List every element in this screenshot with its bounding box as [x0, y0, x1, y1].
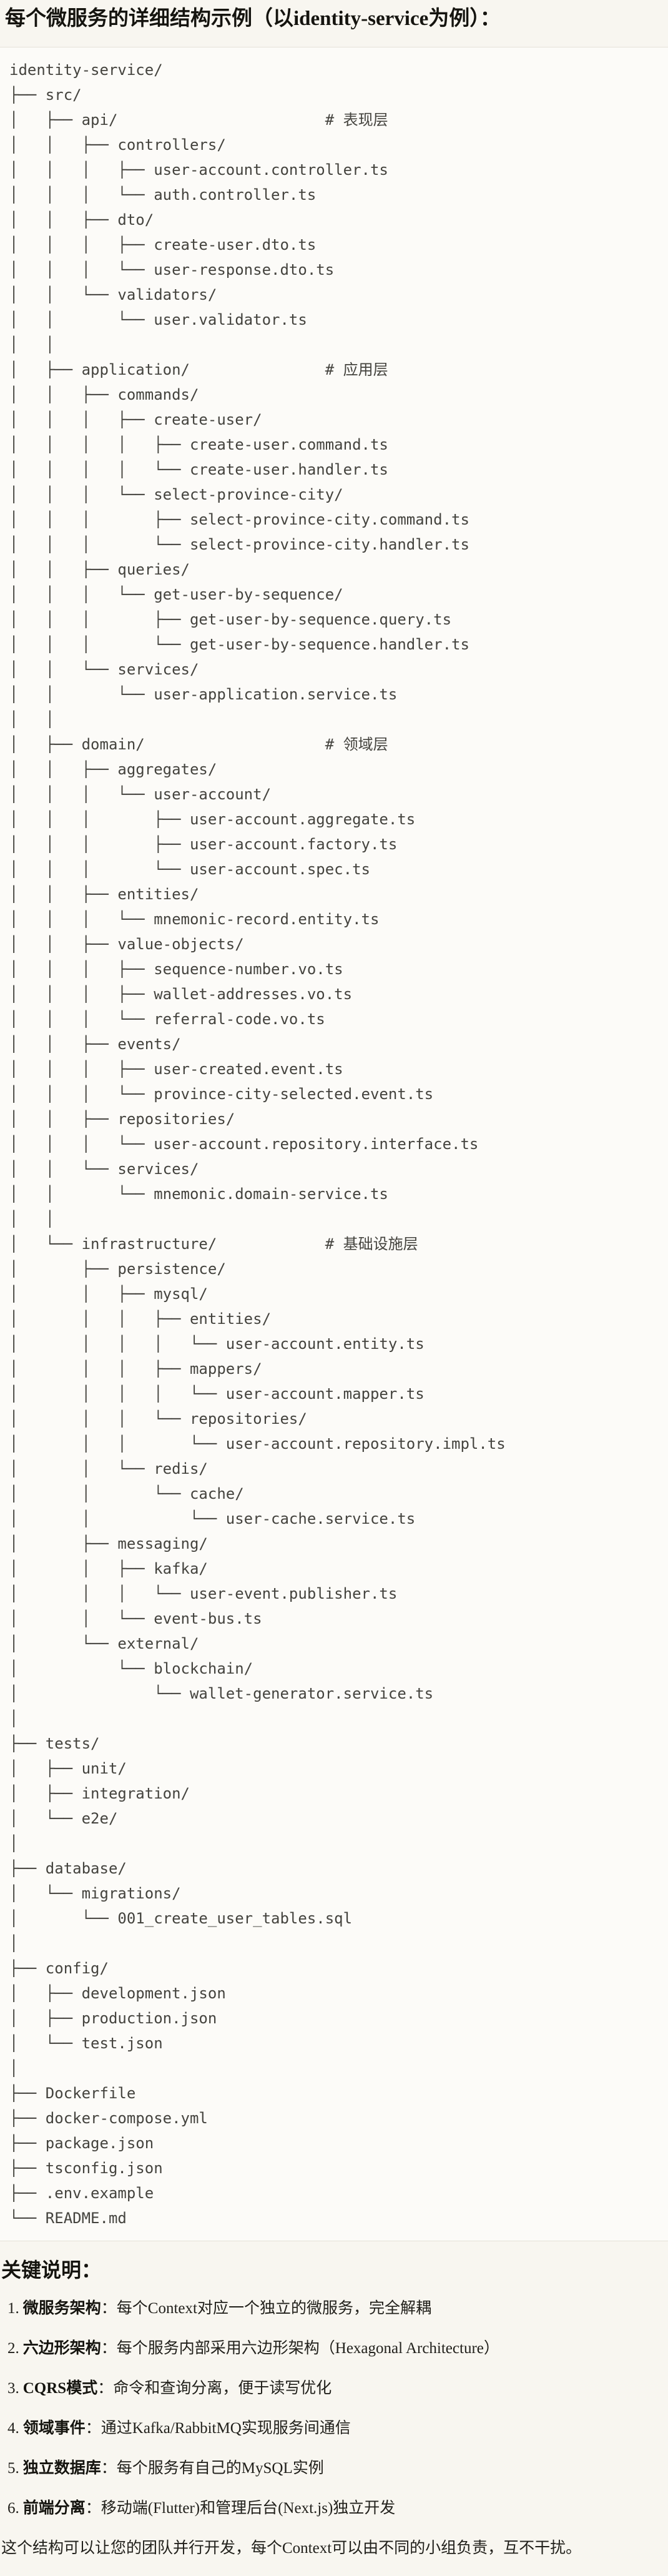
note-number: 5.: [7, 2460, 19, 2477]
note-separator: ：: [97, 2380, 114, 2397]
note-text: 通过Kafka/RabbitMQ实现服务间通信: [101, 2420, 351, 2437]
note-item: 3.CQRS模式：命令和查询分离，便于读写优化: [7, 2378, 662, 2399]
note-separator: ：: [101, 2340, 117, 2357]
notes-section: 关键说明： 1.微服务架构：每个Context对应一个独立的微服务，完全解耦 2…: [1, 2258, 662, 2560]
note-number: 3.: [7, 2380, 19, 2397]
note-text: 每个服务内部采用六边形架构（Hexagonal Architecture）: [116, 2340, 499, 2357]
note-item: 5.独立数据库：每个服务有自己的MySQL实例: [7, 2458, 662, 2479]
notes-list: 1.微服务架构：每个Context对应一个独立的微服务，完全解耦 2.六边形架构…: [1, 2298, 662, 2519]
note-item: 2.六边形架构：每个服务内部采用六边形架构（Hexagonal Architec…: [7, 2338, 662, 2359]
note-separator: ：: [85, 2420, 101, 2437]
note-text: 命令和查询分离，便于读写优化: [113, 2380, 332, 2397]
note-separator: ：: [85, 2500, 101, 2517]
page-title: 每个微服务的详细结构示例（以identity-service为例）：: [5, 7, 501, 30]
note-number: 6.: [7, 2500, 19, 2517]
document-page: 每个微服务的详细结构示例（以identity-service为例）： ident…: [0, 5, 668, 2559]
note-text: 移动端(Flutter)和管理后台(Next.js)独立开发: [101, 2500, 396, 2517]
note-item: 4.领域事件：通过Kafka/RabbitMQ实现服务间通信: [7, 2418, 662, 2439]
directory-tree-block: identity-service/ ├── src/ │ ├── api/ # …: [0, 46, 668, 2241]
note-term: 独立数据库: [22, 2460, 101, 2477]
note-separator: ：: [101, 2460, 117, 2477]
note-number: 4.: [7, 2420, 19, 2437]
note-term: 六边形架构: [22, 2340, 101, 2357]
note-term: 领域事件: [22, 2420, 86, 2437]
closing-note: 这个结构可以让您的团队并行开发，每个Context可以由不同的小组负责，互不干扰…: [1, 2540, 582, 2557]
note-term: 微服务架构: [22, 2300, 101, 2317]
note-term: CQRS模式: [22, 2380, 98, 2397]
note-item: 6.前端分离：移动端(Flutter)和管理后台(Next.js)独立开发: [7, 2498, 662, 2519]
note-number: 2.: [7, 2340, 19, 2357]
notes-heading: 关键说明：: [1, 2258, 102, 2281]
note-text: 每个Context对应一个独立的微服务，完全解耦: [116, 2300, 431, 2317]
note-separator: ：: [101, 2300, 117, 2317]
note-term: 前端分离: [22, 2500, 86, 2517]
note-text: 每个服务有自己的MySQL实例: [116, 2460, 324, 2477]
note-item: 1.微服务架构：每个Context对应一个独立的微服务，完全解耦: [7, 2298, 662, 2319]
note-number: 1.: [7, 2300, 19, 2317]
directory-tree-code: identity-service/ ├── src/ │ ├── api/ # …: [9, 61, 506, 2227]
